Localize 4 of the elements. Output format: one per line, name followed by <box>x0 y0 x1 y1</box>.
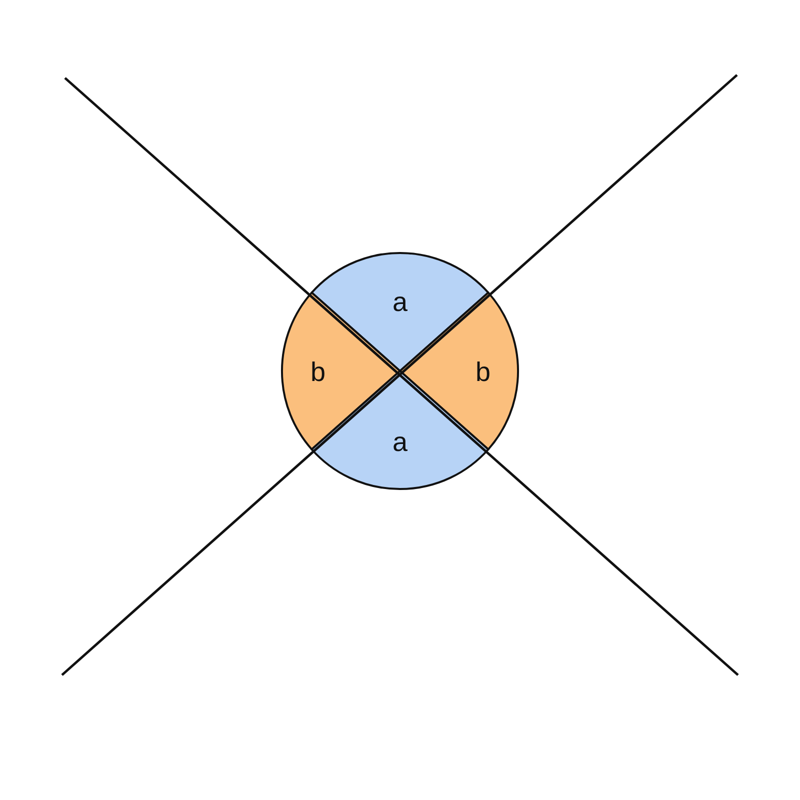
angle-label: b <box>475 357 491 387</box>
angle-label: a <box>392 427 408 457</box>
angle-label: b <box>310 357 326 387</box>
angle-label: a <box>392 287 408 317</box>
